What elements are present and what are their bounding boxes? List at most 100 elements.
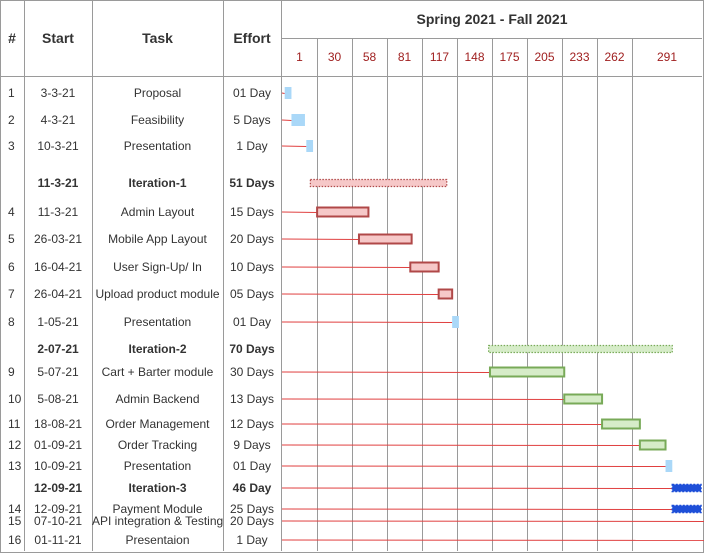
row-start-date: 26-04-21 <box>33 287 83 301</box>
row-start-date: 01-09-21 <box>33 438 83 452</box>
header-task: Task <box>142 30 173 46</box>
timeline-title: Spring 2021 - Fall 2021 <box>416 11 568 27</box>
row-task-name: Admin Backend <box>115 392 200 406</box>
task-bar <box>638 439 667 451</box>
row-effort: 1 Day <box>236 139 268 153</box>
row-effort: 01 Day <box>232 459 272 473</box>
timeline-tick-label: 175 <box>499 50 520 64</box>
row-start-date: 10-09-21 <box>33 459 83 473</box>
iteration-summary-bar <box>671 504 702 514</box>
row-effort: 13 Days <box>229 392 275 406</box>
row-start-date: 16-04-21 <box>33 260 83 274</box>
connector-line <box>281 398 565 400</box>
row-effort: 05 Days <box>229 287 275 301</box>
row-task-name: Proposal <box>133 86 182 100</box>
row-number: 13 <box>8 459 22 473</box>
header-number: # <box>8 30 16 46</box>
header-divider <box>0 76 702 77</box>
milestone-marker <box>284 87 292 99</box>
row-number: 1 <box>8 86 15 100</box>
row-start-date: 5-08-21 <box>37 392 79 406</box>
timeline-tick-label: 81 <box>397 50 412 64</box>
row-effort: 01 Day <box>232 315 272 329</box>
row-number: 12 <box>8 438 22 452</box>
row-number: 5 <box>8 232 15 246</box>
task-bar <box>488 366 566 378</box>
row-number: 8 <box>8 315 15 329</box>
timeline-tick-label: 205 <box>534 50 555 64</box>
row-task-name: Order Management <box>105 417 210 431</box>
row-start-date: 1-05-21 <box>37 315 79 329</box>
iteration-summary-bar <box>671 483 702 493</box>
timeline-tick-label: 117 <box>429 50 450 64</box>
connector-line <box>281 266 411 268</box>
row-task-name: Presentaion <box>125 533 190 547</box>
row-number: 10 <box>8 392 22 406</box>
row-effort: 20 Days <box>229 232 275 246</box>
row-start-date: 3-3-21 <box>40 86 76 100</box>
task-bar <box>601 418 641 430</box>
row-effort: 15 Days <box>229 205 275 219</box>
row-start-date: 07-10-21 <box>33 514 83 528</box>
row-task-name: Admin Layout <box>120 205 195 219</box>
row-task-name: API integration & Testing <box>92 514 224 528</box>
header-start: Start <box>42 30 74 46</box>
row-effort: 9 Days <box>233 438 271 452</box>
connector-line <box>281 423 603 425</box>
row-start-date: 10-3-21 <box>37 139 79 153</box>
row-effort: 51 Days <box>229 176 275 190</box>
row-task-name: User Sign-Up/ In <box>113 260 202 274</box>
timeline-grid-line <box>492 38 493 551</box>
column-divider <box>92 0 93 551</box>
timeline-tick-label: 30 <box>327 50 342 64</box>
column-divider <box>281 0 282 551</box>
milestone-marker <box>291 114 305 126</box>
row-number: 2 <box>8 113 15 127</box>
row-effort: 70 Days <box>229 342 275 356</box>
task-bar <box>409 261 440 273</box>
connector-line <box>281 92 285 94</box>
connector-line <box>281 321 453 323</box>
row-effort: 1 Day <box>236 533 268 547</box>
task-bar <box>437 288 454 300</box>
row-number: 3 <box>8 139 15 153</box>
connector-line <box>281 520 704 522</box>
header-effort: Effort <box>233 30 271 46</box>
row-start-date: 5-07-21 <box>37 365 79 379</box>
row-task-name: Presentation <box>123 315 192 329</box>
connector-line <box>281 119 292 121</box>
row-start-date: 26-03-21 <box>33 232 83 246</box>
row-effort: 25 Days <box>229 502 275 516</box>
row-start-date: 12-09-21 <box>33 481 83 495</box>
row-task-name: Presentation <box>123 459 192 473</box>
row-number: 15 <box>8 514 22 528</box>
row-effort: 20 Days <box>229 514 275 528</box>
column-divider <box>223 0 224 551</box>
timeline-tick-label: 291 <box>656 50 678 64</box>
row-effort: 12 Days <box>229 417 275 431</box>
row-number: 16 <box>8 533 22 547</box>
row-effort: 46 Day <box>232 481 272 495</box>
timeline-grid-line <box>632 38 633 551</box>
timeline-tick-label: 1 <box>296 50 303 64</box>
row-start-date: 11-3-21 <box>37 205 79 219</box>
timeline-grid-line <box>597 38 598 551</box>
row-effort: 5 Days <box>233 113 271 127</box>
row-number: 9 <box>8 365 15 379</box>
iteration-summary-bar <box>488 344 673 354</box>
connector-line <box>281 465 666 467</box>
row-effort: 10 Days <box>229 260 275 274</box>
timeline-grid-line <box>527 38 528 551</box>
row-task-name: Mobile App Layout <box>108 232 207 246</box>
row-task-name: Iteration-1 <box>128 176 187 190</box>
connector-line <box>281 145 307 147</box>
connector-line <box>281 508 673 510</box>
connector-line <box>281 444 640 446</box>
task-bar <box>357 233 413 245</box>
task-bar <box>316 206 370 218</box>
row-number: 6 <box>8 260 15 274</box>
connector-line <box>281 211 318 213</box>
row-number: 7 <box>8 287 15 301</box>
row-number: 14 <box>8 502 22 516</box>
